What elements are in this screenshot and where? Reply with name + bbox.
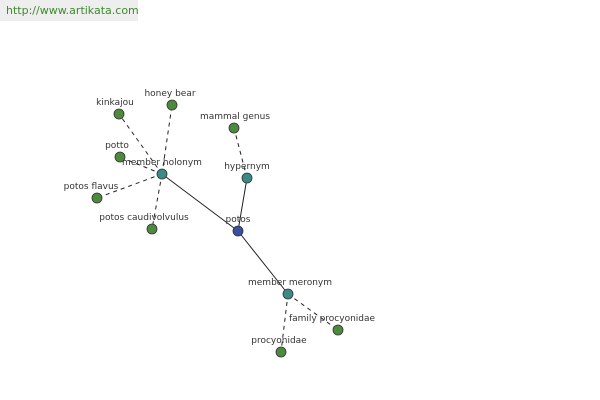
nodes-layer: potos member holonym hypernym member merony…	[64, 89, 376, 358]
node-marker[interactable]	[91, 192, 103, 204]
node-label: hypernym	[224, 162, 270, 172]
node-marker[interactable]	[166, 99, 178, 111]
node-kinkajou[interactable]: kinkajou	[96, 98, 134, 120]
node-marker[interactable]	[241, 172, 253, 184]
node-label: member meronym	[248, 278, 332, 288]
node-marker[interactable]	[114, 151, 126, 163]
node-marker[interactable]	[232, 225, 244, 237]
edge-member-holonym-to-potos-caudivolvulus	[151, 173, 163, 230]
node-label: honey bear	[144, 89, 195, 99]
node-label: potos	[226, 215, 251, 225]
edge-member-meronym-to-procyonidae	[280, 293, 289, 353]
node-marker[interactable]	[275, 346, 287, 358]
node-label: potos flavus	[64, 182, 119, 192]
node-label: procyonidae	[251, 336, 307, 346]
node-member-meronym[interactable]: member meronym	[248, 278, 332, 300]
edge-hypernym-to-mammal-genus	[233, 127, 248, 179]
node-marker[interactable]	[228, 122, 240, 134]
node-family-procyonidae[interactable]: family procyonidae	[289, 314, 376, 336]
node-label: family procyonidae	[289, 314, 376, 324]
node-potos-flavus[interactable]: potos flavus	[64, 182, 119, 204]
edge-member-holonym-to-honey-bear	[161, 104, 173, 175]
node-honey-bear[interactable]: honey bear	[144, 89, 196, 111]
node-procyonidae[interactable]: procyonidae	[251, 336, 307, 358]
edge-member-meronym-to-family-procyonidae	[287, 293, 339, 331]
node-mammal-genus[interactable]: mammal genus	[200, 112, 270, 134]
node-marker[interactable]	[332, 324, 344, 336]
node-marker[interactable]	[113, 108, 125, 120]
node-label: potto	[105, 141, 129, 151]
node-potto[interactable]: potto	[105, 141, 129, 163]
node-potos[interactable]: potos	[226, 215, 251, 237]
node-label: kinkajou	[96, 98, 134, 108]
node-hypernym[interactable]: hypernym	[224, 162, 270, 184]
node-marker[interactable]	[156, 168, 168, 180]
node-label: mammal genus	[200, 112, 270, 122]
node-marker[interactable]	[146, 223, 158, 235]
url-bar: http://www.artikata.com	[0, 0, 139, 21]
node-marker[interactable]	[282, 288, 294, 300]
edge-potos-to-member-holonym	[161, 173, 239, 232]
edge-member-holonym-to-potos-flavus	[96, 173, 163, 199]
node-label: member holonym	[122, 158, 202, 168]
edge-potos-to-hypernym	[237, 177, 248, 232]
node-potos-caudivolvulus[interactable]: potos caudivolvulus	[99, 213, 189, 235]
node-member-holonym[interactable]: member holonym	[122, 158, 202, 180]
edges-layer	[96, 104, 339, 353]
node-label: potos caudivolvulus	[99, 213, 189, 223]
edge-potos-to-member-meronym	[237, 230, 289, 295]
site-url-link[interactable]: http://www.artikata.com	[6, 4, 139, 17]
